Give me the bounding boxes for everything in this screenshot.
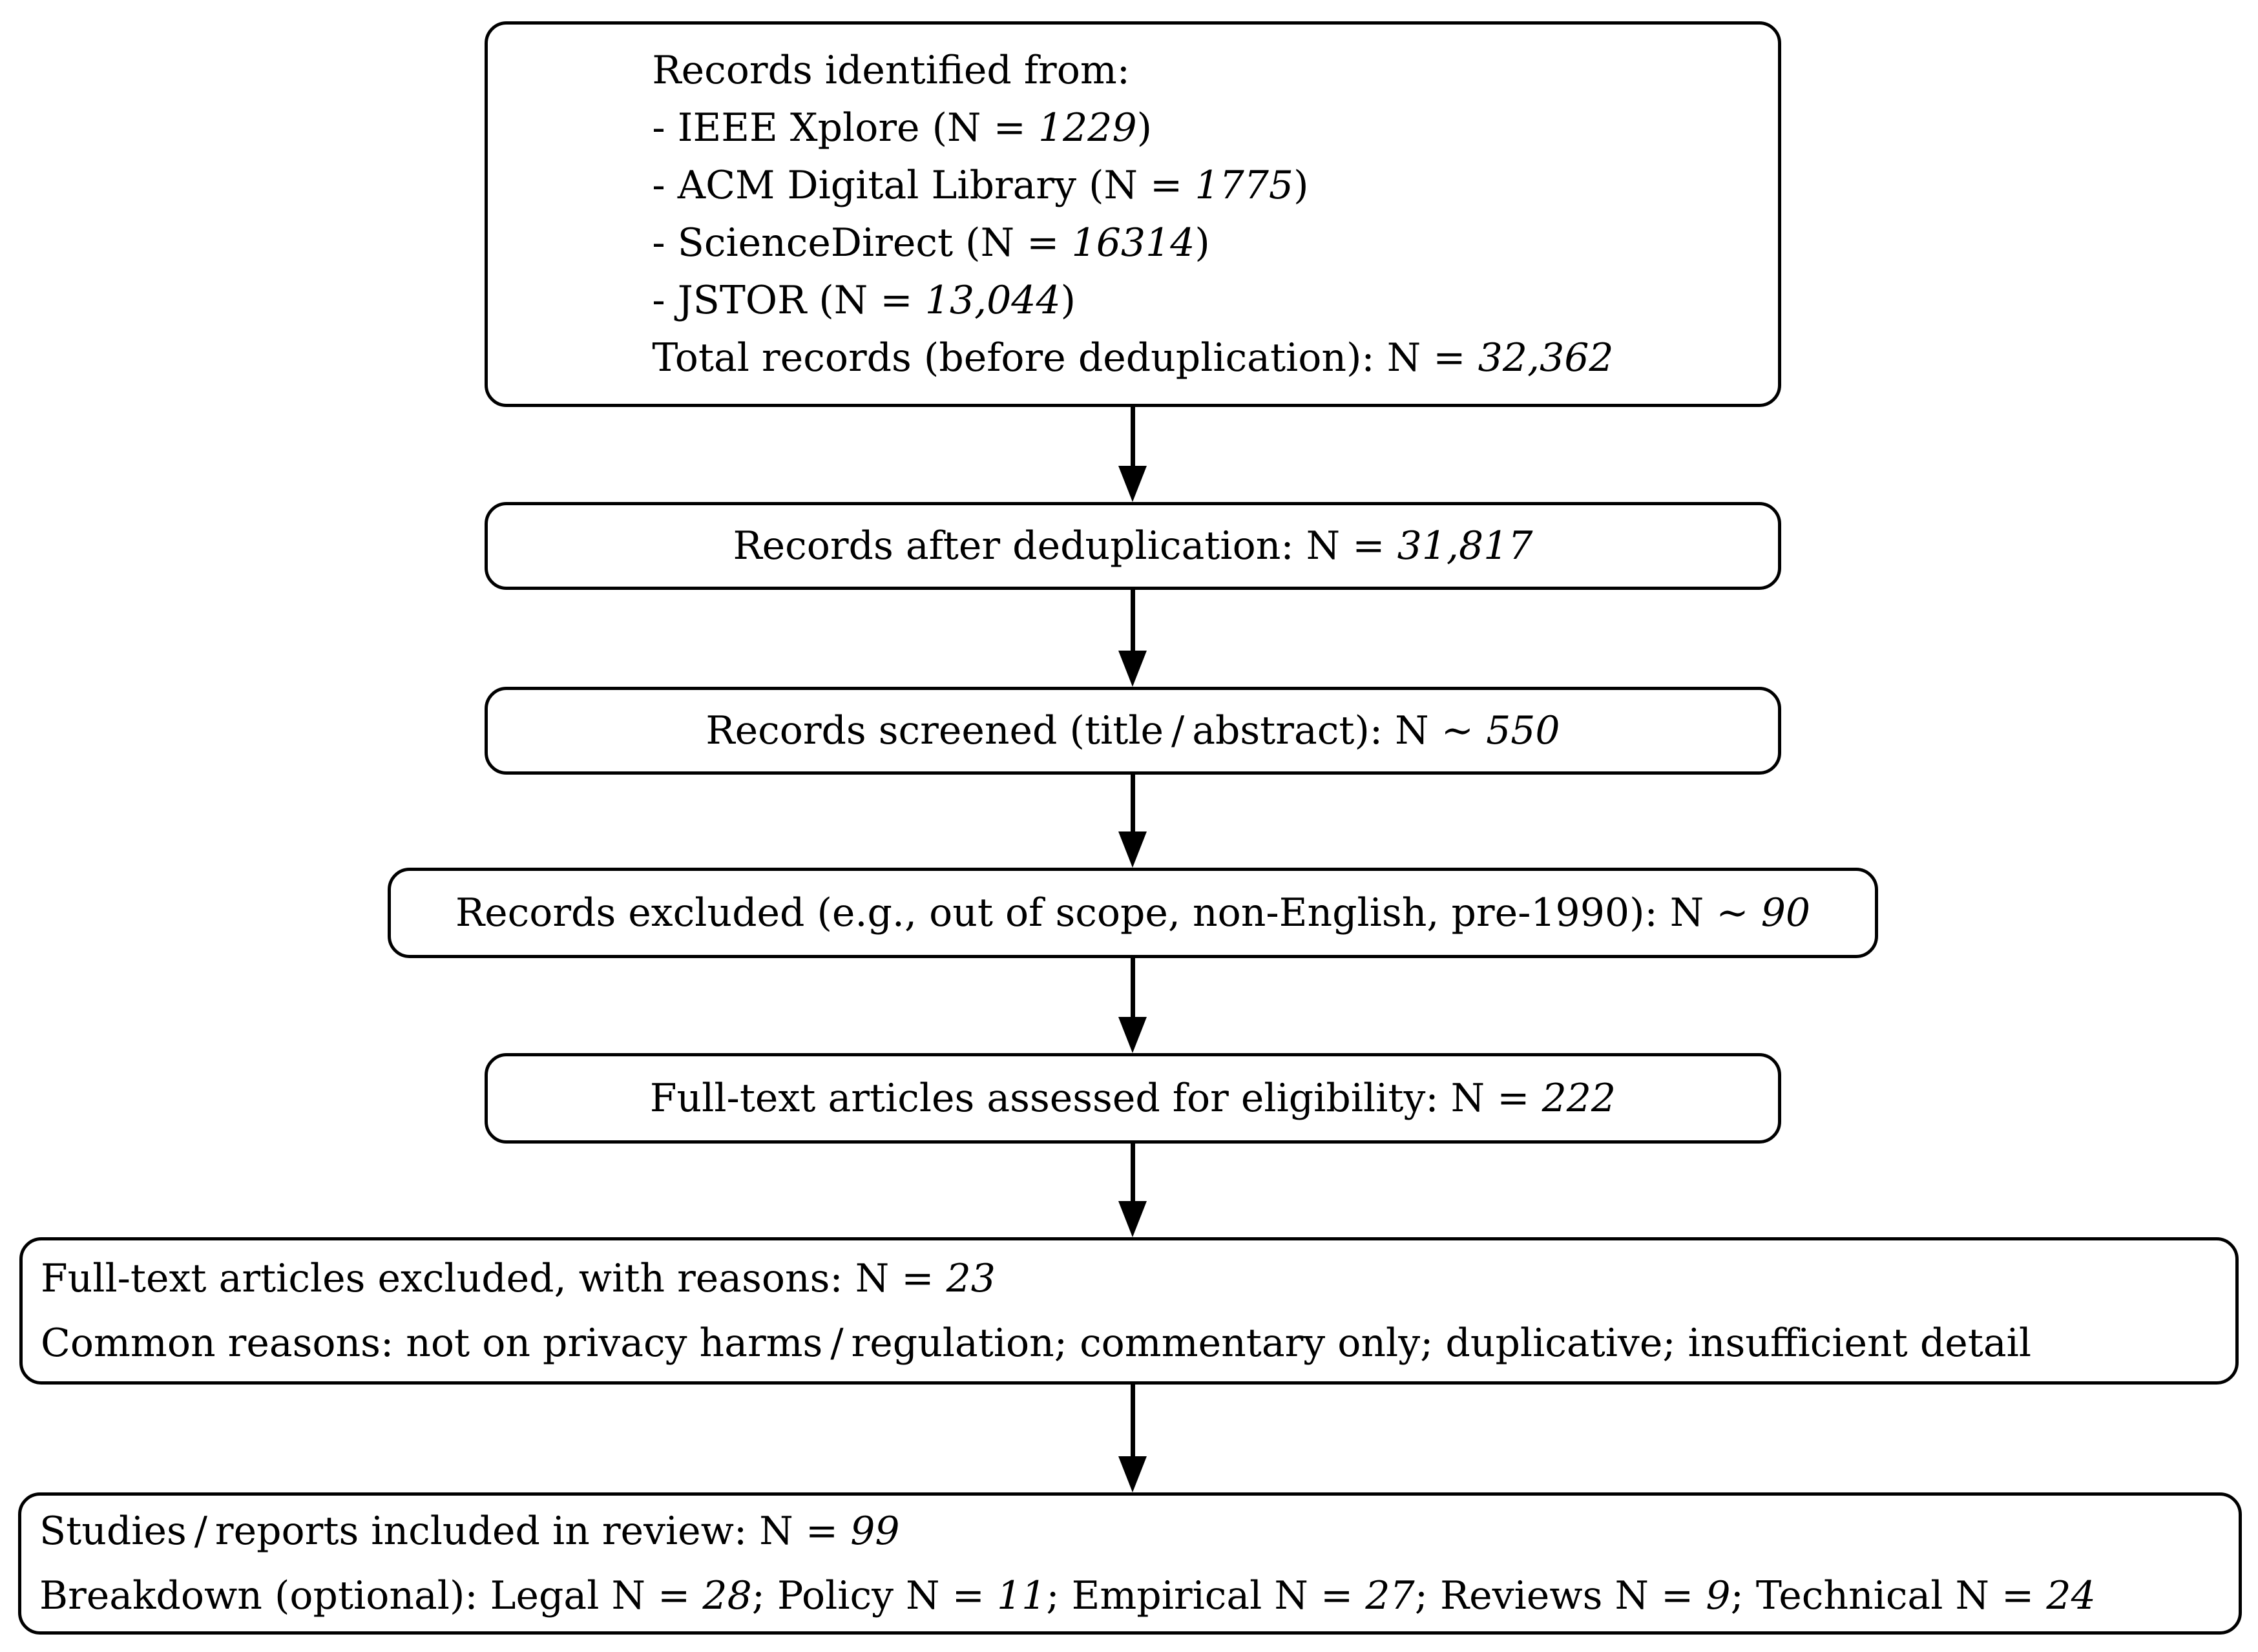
- box-studies-included: Studies / reports included in review: N …: [18, 1492, 2242, 1635]
- label-text: - ACM Digital Library (N =: [652, 162, 1195, 208]
- arrowhead-icon: [1118, 1017, 1147, 1053]
- label-text: ): [1293, 162, 1309, 208]
- text-line: - JSTOR (N = 13,044): [652, 272, 1613, 329]
- count-value: 31,817: [1397, 523, 1533, 569]
- arrow-down-icon: [1118, 407, 1147, 502]
- label-text: ): [1195, 220, 1210, 266]
- arrow-down-icon: [1118, 590, 1147, 687]
- text-line: Records identified from:: [652, 42, 1613, 99]
- label-text: Breakdown (optional): Legal N =: [39, 1573, 703, 1618]
- count-value: 90: [1761, 890, 1811, 936]
- box-fulltext-excluded: Full-text articles excluded, with reason…: [19, 1237, 2239, 1385]
- label-text: - IEEE Xplore (N =: [652, 105, 1038, 151]
- arrow-down-icon: [1118, 1144, 1147, 1237]
- count-value: 13,044: [925, 277, 1061, 323]
- text-line: Studies / reports included in review: N …: [39, 1499, 2096, 1563]
- box-text-block: Records identified from: - IEEE Xplore (N…: [652, 42, 1613, 387]
- count-value: 32,362: [1478, 335, 1614, 381]
- count-value: 222: [1542, 1076, 1616, 1121]
- label-text: Records excluded (e.g., out of scope, no…: [455, 890, 1761, 936]
- text-line: Records screened (title / abstract): N ∼…: [706, 702, 1560, 759]
- text-line: Breakdown (optional): Legal N = 28; Poli…: [39, 1563, 2096, 1628]
- label-text: Total records (before deduplication): N …: [652, 335, 1478, 381]
- count-value: 28: [702, 1573, 752, 1618]
- arrowhead-icon: [1118, 1456, 1147, 1492]
- text-line: Full-text articles assessed for eligibil…: [650, 1070, 1616, 1127]
- text-line: - ACM Digital Library (N = 1775): [652, 157, 1613, 214]
- arrowhead-icon: [1118, 466, 1147, 502]
- arrow-stem: [1130, 407, 1135, 472]
- arrowhead-icon: [1118, 651, 1147, 687]
- box-text-block: Records screened (title / abstract): N ∼…: [706, 702, 1560, 759]
- count-value: 16314: [1071, 220, 1195, 266]
- label-text: Studies / reports included in review: N …: [39, 1509, 851, 1554]
- arrow-down-icon: [1118, 775, 1147, 868]
- box-fulltext-assessed: Full-text articles assessed for eligibil…: [485, 1053, 1781, 1144]
- box-records-excluded: Records excluded (e.g., out of scope, no…: [388, 868, 1878, 958]
- box-text-block: Records excluded (e.g., out of scope, no…: [455, 884, 1810, 941]
- arrowhead-icon: [1118, 831, 1147, 868]
- arrow-stem: [1130, 1144, 1135, 1208]
- count-value: 27: [1365, 1573, 1415, 1618]
- label-text: ; Policy N =: [751, 1573, 997, 1618]
- count-value: 99: [850, 1509, 900, 1554]
- arrow-stem: [1130, 1385, 1135, 1463]
- box-records-identified: Records identified from: - IEEE Xplore (N…: [485, 21, 1781, 407]
- count-value: 11: [996, 1573, 1047, 1618]
- arrow-down-icon: [1118, 1385, 1147, 1492]
- box-text-block: Studies / reports included in review: N …: [39, 1499, 2096, 1628]
- count-value: 9: [1706, 1573, 1731, 1618]
- label-text: Common reasons: not on privacy harms / r…: [41, 1321, 2032, 1366]
- box-text-block: Records after deduplication: N = 31,817: [733, 518, 1532, 574]
- label-text: Records screened (title / abstract): N ∼: [706, 708, 1487, 753]
- arrowhead-icon: [1118, 1201, 1147, 1237]
- arrow-stem: [1130, 958, 1135, 1023]
- label-text: Full-text articles assessed for eligibil…: [649, 1076, 1542, 1121]
- label-text: ; Technical N =: [1730, 1573, 2047, 1618]
- label-text: ; Empirical N =: [1046, 1573, 1366, 1618]
- count-value: 1229: [1038, 105, 1137, 151]
- text-line: Records after deduplication: N = 31,817: [733, 518, 1532, 574]
- arrow-stem: [1130, 590, 1135, 657]
- text-line: - IEEE Xplore (N = 1229): [652, 99, 1613, 157]
- label-text: - ScienceDirect (N =: [652, 220, 1072, 266]
- count-value: 550: [1486, 708, 1560, 753]
- arrow-stem: [1130, 775, 1135, 838]
- box-text-block: Full-text articles assessed for eligibil…: [650, 1070, 1616, 1127]
- text-line: Common reasons: not on privacy harms / r…: [41, 1311, 2031, 1375]
- text-line: - ScienceDirect (N = 16314): [652, 214, 1613, 272]
- arrow-down-icon: [1118, 958, 1147, 1053]
- label-text: Records after deduplication: N =: [733, 523, 1397, 569]
- label-text: - JSTOR (N =: [652, 277, 925, 323]
- box-records-after-deduplication: Records after deduplication: N = 31,817: [485, 502, 1781, 590]
- label-text: Records identified from:: [652, 47, 1130, 93]
- label-text: ): [1060, 277, 1076, 323]
- count-value: 1775: [1195, 162, 1294, 208]
- text-line: Full-text articles excluded, with reason…: [41, 1246, 2031, 1311]
- count-value: 24: [2046, 1573, 2096, 1618]
- text-line: Records excluded (e.g., out of scope, no…: [455, 884, 1810, 941]
- box-records-screened: Records screened (title / abstract): N ∼…: [485, 687, 1781, 775]
- text-line: Total records (before deduplication): N …: [652, 329, 1613, 387]
- label-text: ; Reviews N =: [1414, 1573, 1706, 1618]
- box-text-block: Full-text articles excluded, with reason…: [41, 1246, 2031, 1375]
- label-text: ): [1136, 105, 1153, 151]
- label-text: Full-text articles excluded, with reason…: [41, 1256, 946, 1301]
- count-value: 23: [946, 1256, 996, 1301]
